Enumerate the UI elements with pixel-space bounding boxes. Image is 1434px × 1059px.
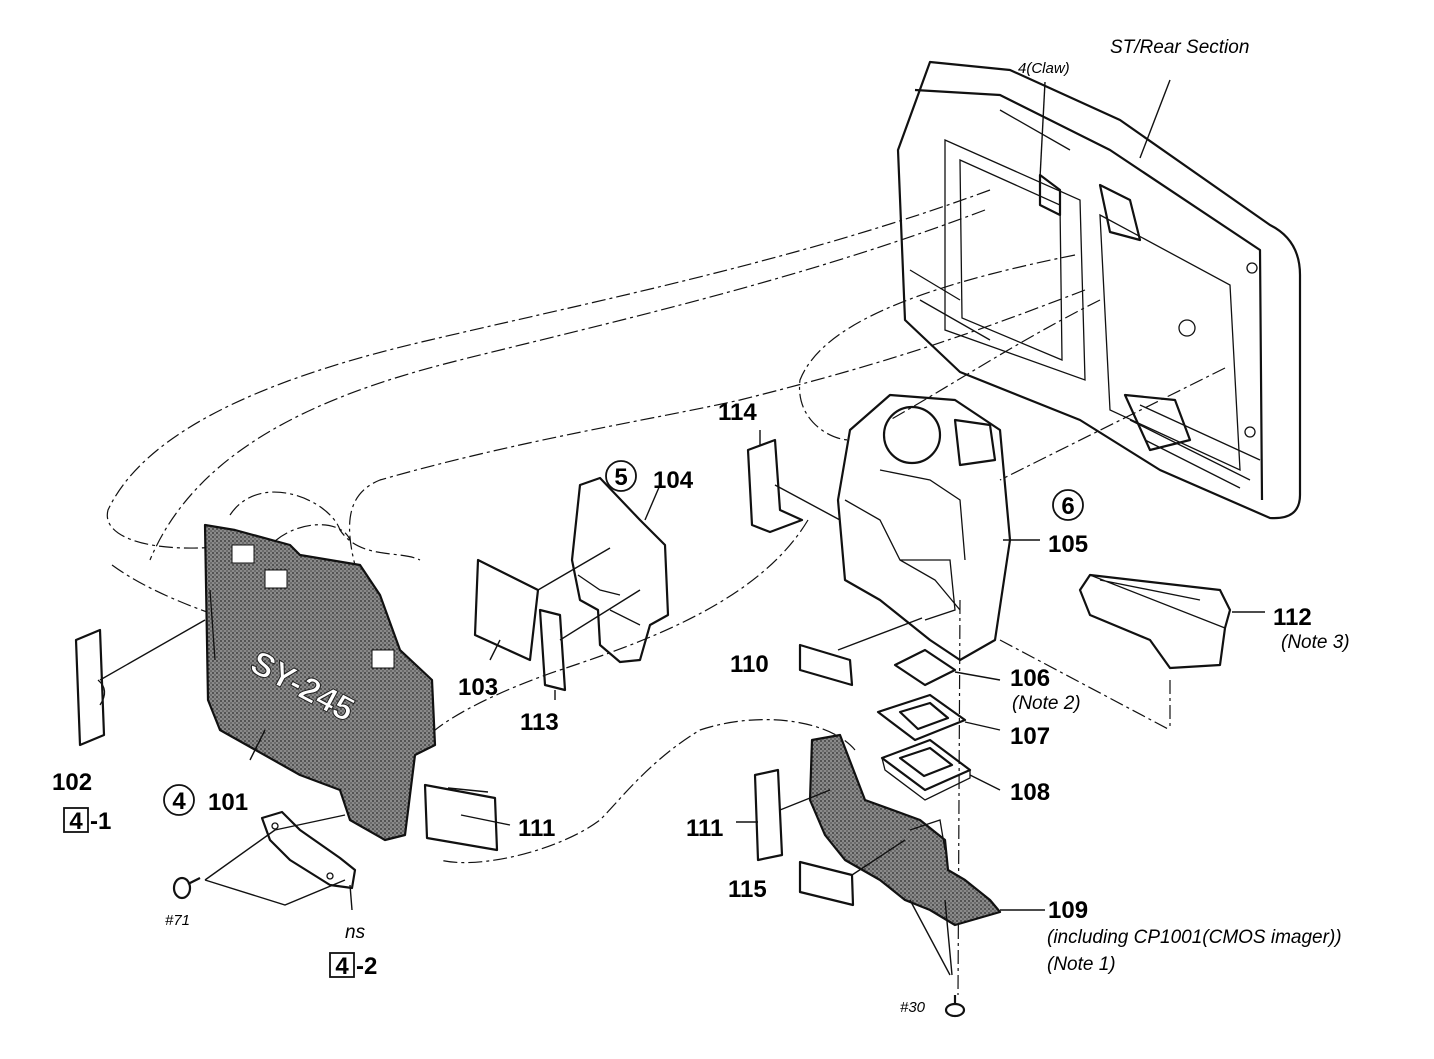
bracket-104	[570, 476, 670, 664]
part-101-label: 101	[208, 789, 248, 816]
svg-text:5: 5	[614, 464, 627, 491]
svg-text:-1: -1	[90, 808, 111, 835]
screw-71-label: #71	[165, 912, 190, 929]
claw-leader	[1039, 81, 1046, 179]
part-114-label: 114	[718, 399, 757, 426]
part-110-label: 110	[730, 651, 769, 678]
part-115-label: 115	[728, 876, 767, 903]
claw-label: 4(Claw)	[1018, 60, 1070, 77]
part-112-label: 112	[1273, 604, 1312, 631]
circled-ref-4: 4	[163, 784, 195, 816]
strip-113	[538, 608, 567, 692]
sheet-103	[473, 558, 540, 662]
boxed-ref-4-1: 4 -1	[63, 807, 111, 835]
svg-text:4: 4	[69, 808, 83, 835]
part-102-label: 102	[52, 769, 92, 796]
part-103-label: 103	[458, 674, 498, 701]
part-113-label: 113	[520, 709, 559, 736]
pad-110	[798, 643, 854, 687]
part-106-label: 106	[1010, 665, 1050, 692]
bracket-4-2	[204, 810, 357, 911]
sheet-114	[746, 438, 804, 534]
main-board-101: SY-245	[203, 523, 437, 842]
pad-111b	[753, 768, 784, 862]
part-111a-label: 111	[518, 815, 555, 842]
svg-text:6: 6	[1061, 493, 1074, 520]
note-109-including: (including CP1001(CMOS imager))	[1047, 927, 1342, 948]
cable-112	[1078, 573, 1265, 670]
pad-111a	[423, 783, 499, 852]
pad-115	[798, 860, 855, 907]
svg-text:4: 4	[335, 953, 349, 980]
part-111b-label: 111	[686, 815, 723, 842]
part-109-label: 109	[1048, 897, 1088, 924]
part-107-label: 107	[1010, 723, 1050, 750]
screw-30-label: #30	[900, 999, 926, 1016]
screw-30	[944, 995, 966, 1018]
note-109: (Note 1)	[1047, 954, 1116, 975]
section-title: ST/Rear Section	[1110, 37, 1249, 58]
boxed-ref-4-2: 4 -2	[329, 952, 377, 980]
gasket-107	[876, 693, 967, 742]
svg-text:-2: -2	[356, 953, 377, 980]
flex-board-109	[808, 733, 1002, 927]
circled-ref-5: 5	[605, 460, 637, 492]
svg-text:4: 4	[172, 788, 186, 815]
rear-section-housing	[896, 60, 1302, 520]
circled-ref-6: 6	[1052, 489, 1084, 521]
part-105-label: 105	[1048, 531, 1088, 558]
section-title-leader	[1139, 79, 1171, 159]
filter-holder-108	[880, 738, 972, 801]
note-106: (Note 2)	[1012, 693, 1081, 714]
part-108-label: 108	[1010, 779, 1050, 806]
note-112: (Note 3)	[1281, 632, 1350, 653]
lens-block-105	[836, 393, 1040, 662]
ns-label: ns	[345, 922, 366, 943]
sheet-106	[893, 648, 957, 687]
part-104-label: 104	[653, 467, 694, 494]
tape-102	[74, 628, 106, 747]
screw-71	[172, 876, 201, 900]
